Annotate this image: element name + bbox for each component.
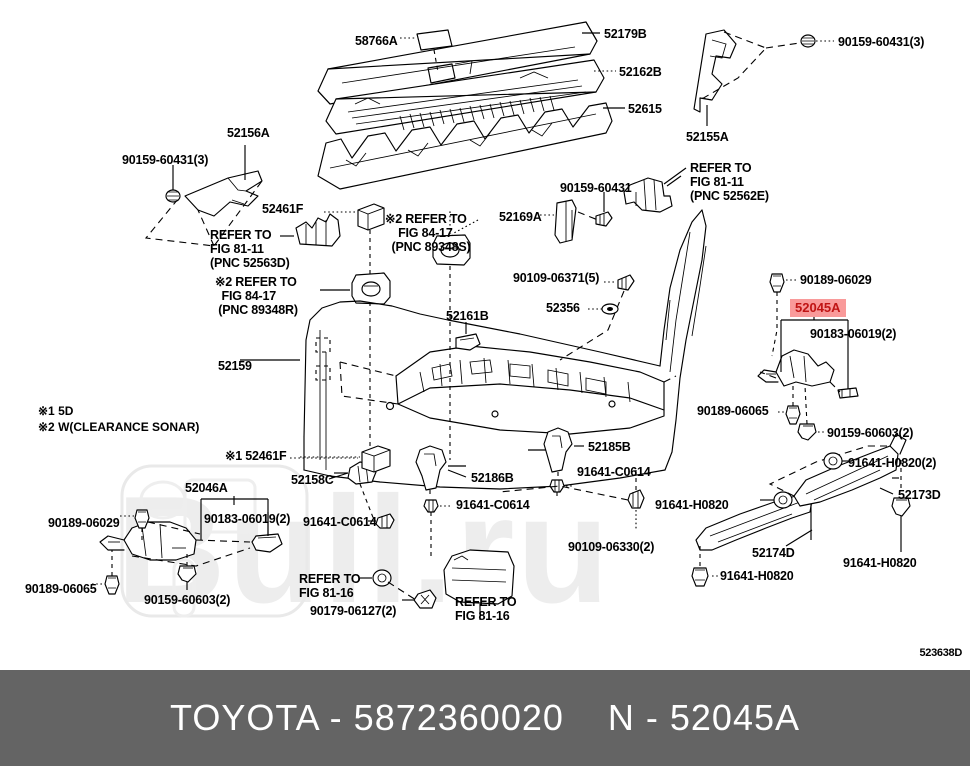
part-label-l-52461f-top: 52461F [262,202,304,216]
part-label-l-52155a: 52155A [686,130,729,144]
clip-91641-c0614-a [368,513,395,529]
part-89348r-sensor [320,272,391,305]
clip-90189-06065-right [778,386,801,425]
leader-lines [233,32,894,547]
part-label-l-refer-81-11-a: REFER TO FIG 81-11 (PNC 52563D) [210,228,290,270]
part-52159-bumper-cover [303,209,707,490]
part-label-l-refer-81-16-b: REFER TO FIG 81-16 [455,595,517,623]
part-label-l-refer-81-16-a: REFER TO FIG 81-16 [299,572,361,600]
diagram-corner-code: 523638D [919,647,962,659]
part-52179b [317,21,598,105]
part-52615 [317,102,613,190]
part-52162b [325,59,605,135]
part-label-l-91641-h0820-2: 91641-H0820(2) [848,456,937,470]
part-label-l-refer-84-17-s: ※2 REFER TO FIG 84-17 (PNC 89348S) [385,212,471,254]
part-rear-bumper-reinforcement [339,345,677,435]
legend-notes: ※1 5D ※2 W(CLEARANCE SONAR) [38,404,200,434]
clip-91641-h0820-a [760,491,793,509]
clip-91641-h0820-2 [823,452,852,470]
diagram-linework: .s{fill:none;stroke:#000;stroke-width:1.… [92,21,911,620]
part-52161b [455,322,481,351]
part-label-l-52159: 52159 [218,359,252,373]
part-label-l-52158c: 52158C [291,473,334,487]
part-52186b [415,445,466,498]
part-52562e-connector [623,167,687,213]
part-label-l-52161b: 52161B [446,309,489,323]
part-label-l-52045a[interactable]: 52045A [790,299,846,317]
part-label-l-52615: 52615 [628,102,662,116]
part-label-l-90189-06029-a: 90189-06029 [48,516,120,530]
part-label-l-90189-06065-a: 90189-06065 [25,582,97,596]
footer-bar: TOYOTA - 5872360020 N - 52045A [0,670,970,766]
part-58766a [416,29,453,73]
part-label-l-90159-60603-b: 90159-60603(2) [827,426,914,440]
part-label-l-91641-h0820-a: 91641-H0820 [655,498,729,512]
clip-91641-h0820-b [691,567,720,587]
part-label-l-52185b: 52185B [588,440,631,454]
part-label-l-52186b: 52186B [471,471,514,485]
clip-90159-60603-right [797,385,826,441]
part-label-l-91641-h0820-c: 91641-H0820 [843,556,917,570]
bolt-90159-60431-left [165,165,181,203]
part-89348s-sensor [432,210,471,460]
part-label-l-refer-84-17-r: ※2 REFER TO FIG 84-17 (PNC 89348R) [215,275,298,317]
part-label-l-91641-c0614-c: 91641-C0614 [577,465,651,479]
footer-part-title: TOYOTA - 5872360020 N - 52045A [169,697,801,738]
part-label-l-90109-06330: 90109-06330(2) [568,540,655,554]
part-52169a [540,199,599,244]
part-label-l-52046a: 52046A [185,481,228,495]
part-label-l-90159-60431-3a: 90159-60431(3) [122,153,209,167]
part-label-l-52156a: 52156A [227,126,270,140]
part-52356 [588,303,619,315]
part-label-l-52169a: 52169A [499,210,542,224]
part-label-l-91641-c0614-b: 91641-C0614 [456,498,530,512]
bolt-90159-60431-center [595,192,613,227]
part-label-l-52461f-b: ※1 52461F [225,449,287,463]
clip-90189-06029-left [120,509,150,540]
part-label-l-91641-h0820-b: 91641-H0820 [720,569,794,583]
clip-91641-h0820-c [891,497,911,552]
part-label-l-90183-06019-a: 90183-06019(2) [204,512,291,526]
nut-90179-06127 [402,589,437,609]
part-52461f-bottom [300,445,391,473]
part-label-l-90179-06127: 90179-06127(2) [310,604,397,618]
part-label-l-52174d: 52174D [752,546,795,560]
part-52563d-clip [280,213,341,247]
part-label-l-52356: 52356 [546,301,580,315]
parts-diagram-canvas: Bull.ru .s{fill:none;stroke:#000;stroke-… [25,21,963,659]
part-label-l-90189-06065-b: 90189-06065 [697,404,769,418]
clip-fig81-16-left [360,569,417,601]
part-label-l-91641-c0614-a: 91641-C0614 [303,515,377,529]
part-label-l-90159-60603-a: 90159-60603(2) [144,593,231,607]
part-label-l-58766a: 58766A [355,34,398,48]
part-label-l-52179b: 52179B [604,27,647,41]
clip-91641-c0614-c [549,479,574,500]
part-52461f-top [324,203,385,450]
clip-90189-06065-left [92,550,120,595]
part-fig81-16-reflector [443,549,515,620]
part-label-l-90183-06019-b: 90183-06019(2) [810,327,897,341]
part-label-l-52173d: 52173D [898,488,941,502]
part-label-l-90159-60431-3b: 90159-60431(3) [838,35,925,49]
part-label-l-52162b: 52162B [619,65,662,79]
part-label-l-90189-06029-b: 90189-06029 [800,273,872,287]
part-label-l-90159-60431: 90159-60431 [560,181,632,195]
part-52185b [543,427,584,478]
part-label-l-refer-81-11-b: REFER TO FIG 81-11 (PNC 52562E) [690,161,769,203]
clip-90159-60603-left [177,552,197,590]
bolt-90109-06371 [559,274,635,361]
bolt-90109-06330 [499,470,645,530]
part-52173d [768,433,907,507]
note-1: ※1 5D [38,404,74,418]
part-52155a [693,29,807,126]
clip-90189-06029-right [769,273,796,357]
part-52156a [144,170,263,247]
bolt-90159-60431-right [800,34,834,48]
clip-91641-c0614-b [423,499,452,560]
part-52045a-assembly [757,319,859,399]
part-label-l-90109-06371-5: 90109-06371(5) [513,271,600,285]
note-2: ※2 W(CLEARANCE SONAR) [38,419,200,434]
